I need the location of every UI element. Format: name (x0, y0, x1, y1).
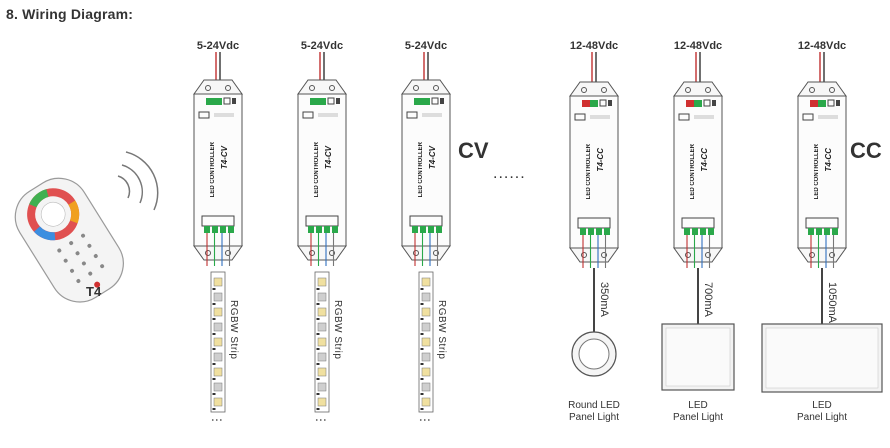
controller-model: T4-CV (428, 146, 437, 170)
supply-voltage-label: 12-48Vdc (569, 40, 619, 52)
current-label: 350mA (598, 282, 610, 317)
controller-text: LED CONTROLLER (586, 144, 592, 200)
strip-continues: ⋮ (314, 414, 328, 426)
controller-model: T4-CV (220, 146, 229, 170)
controller-text: LED CONTROLLER (210, 142, 216, 198)
current-label: 1050mA (826, 282, 838, 323)
cv-controller (297, 52, 347, 266)
led-load (571, 268, 617, 377)
cv-controller (401, 52, 451, 266)
cc-label: CC (850, 138, 882, 163)
controller-text: LED CONTROLLER (314, 142, 320, 198)
cc-controller (797, 52, 847, 268)
current-label: 700mA (702, 282, 714, 317)
supply-voltage-label: 5-24Vdc (300, 40, 344, 52)
strip-label: RGBW Strip (436, 300, 447, 360)
controller-text: LED CONTROLLER (814, 144, 820, 200)
strip-continues: ⋮ (418, 414, 432, 426)
cv-controller (193, 52, 243, 266)
load-caption: Round LED Panel Light (568, 400, 620, 423)
remote-control (14, 151, 159, 303)
load-caption: LED Panel Light (796, 400, 848, 423)
strip-label: RGBW Strip (332, 300, 343, 360)
controller-text: LED CONTROLLER (418, 142, 424, 198)
rgbw-strip (418, 271, 434, 413)
cc-controller (673, 52, 723, 268)
controller-model: T4-CC (596, 148, 605, 172)
load-caption: LED Panel Light (672, 400, 724, 423)
supply-voltage-label: 5-24Vdc (196, 40, 240, 52)
controller-text: LED CONTROLLER (690, 144, 696, 200)
cv-label: CV (458, 138, 489, 163)
controller-model: T4-CV (324, 146, 333, 170)
cc-controller (569, 52, 619, 268)
strip-continues: ⋮ (210, 414, 224, 426)
supply-voltage-label: 5-24Vdc (404, 40, 448, 52)
supply-voltage-label: 12-48Vdc (797, 40, 847, 52)
strip-label: RGBW Strip (228, 300, 239, 360)
more-units-ellipsis: ...... (493, 165, 526, 182)
led-load (761, 268, 883, 393)
rgbw-strip (314, 271, 330, 413)
led-load (661, 268, 735, 391)
controller-model: T4-CC (824, 148, 833, 172)
supply-voltage-label: 12-48Vdc (673, 40, 723, 52)
section-title: 8. Wiring Diagram: (6, 6, 134, 22)
rgbw-strip (210, 271, 226, 413)
controller-model: T4-CC (700, 148, 709, 172)
remote-label: T4 (86, 284, 102, 299)
